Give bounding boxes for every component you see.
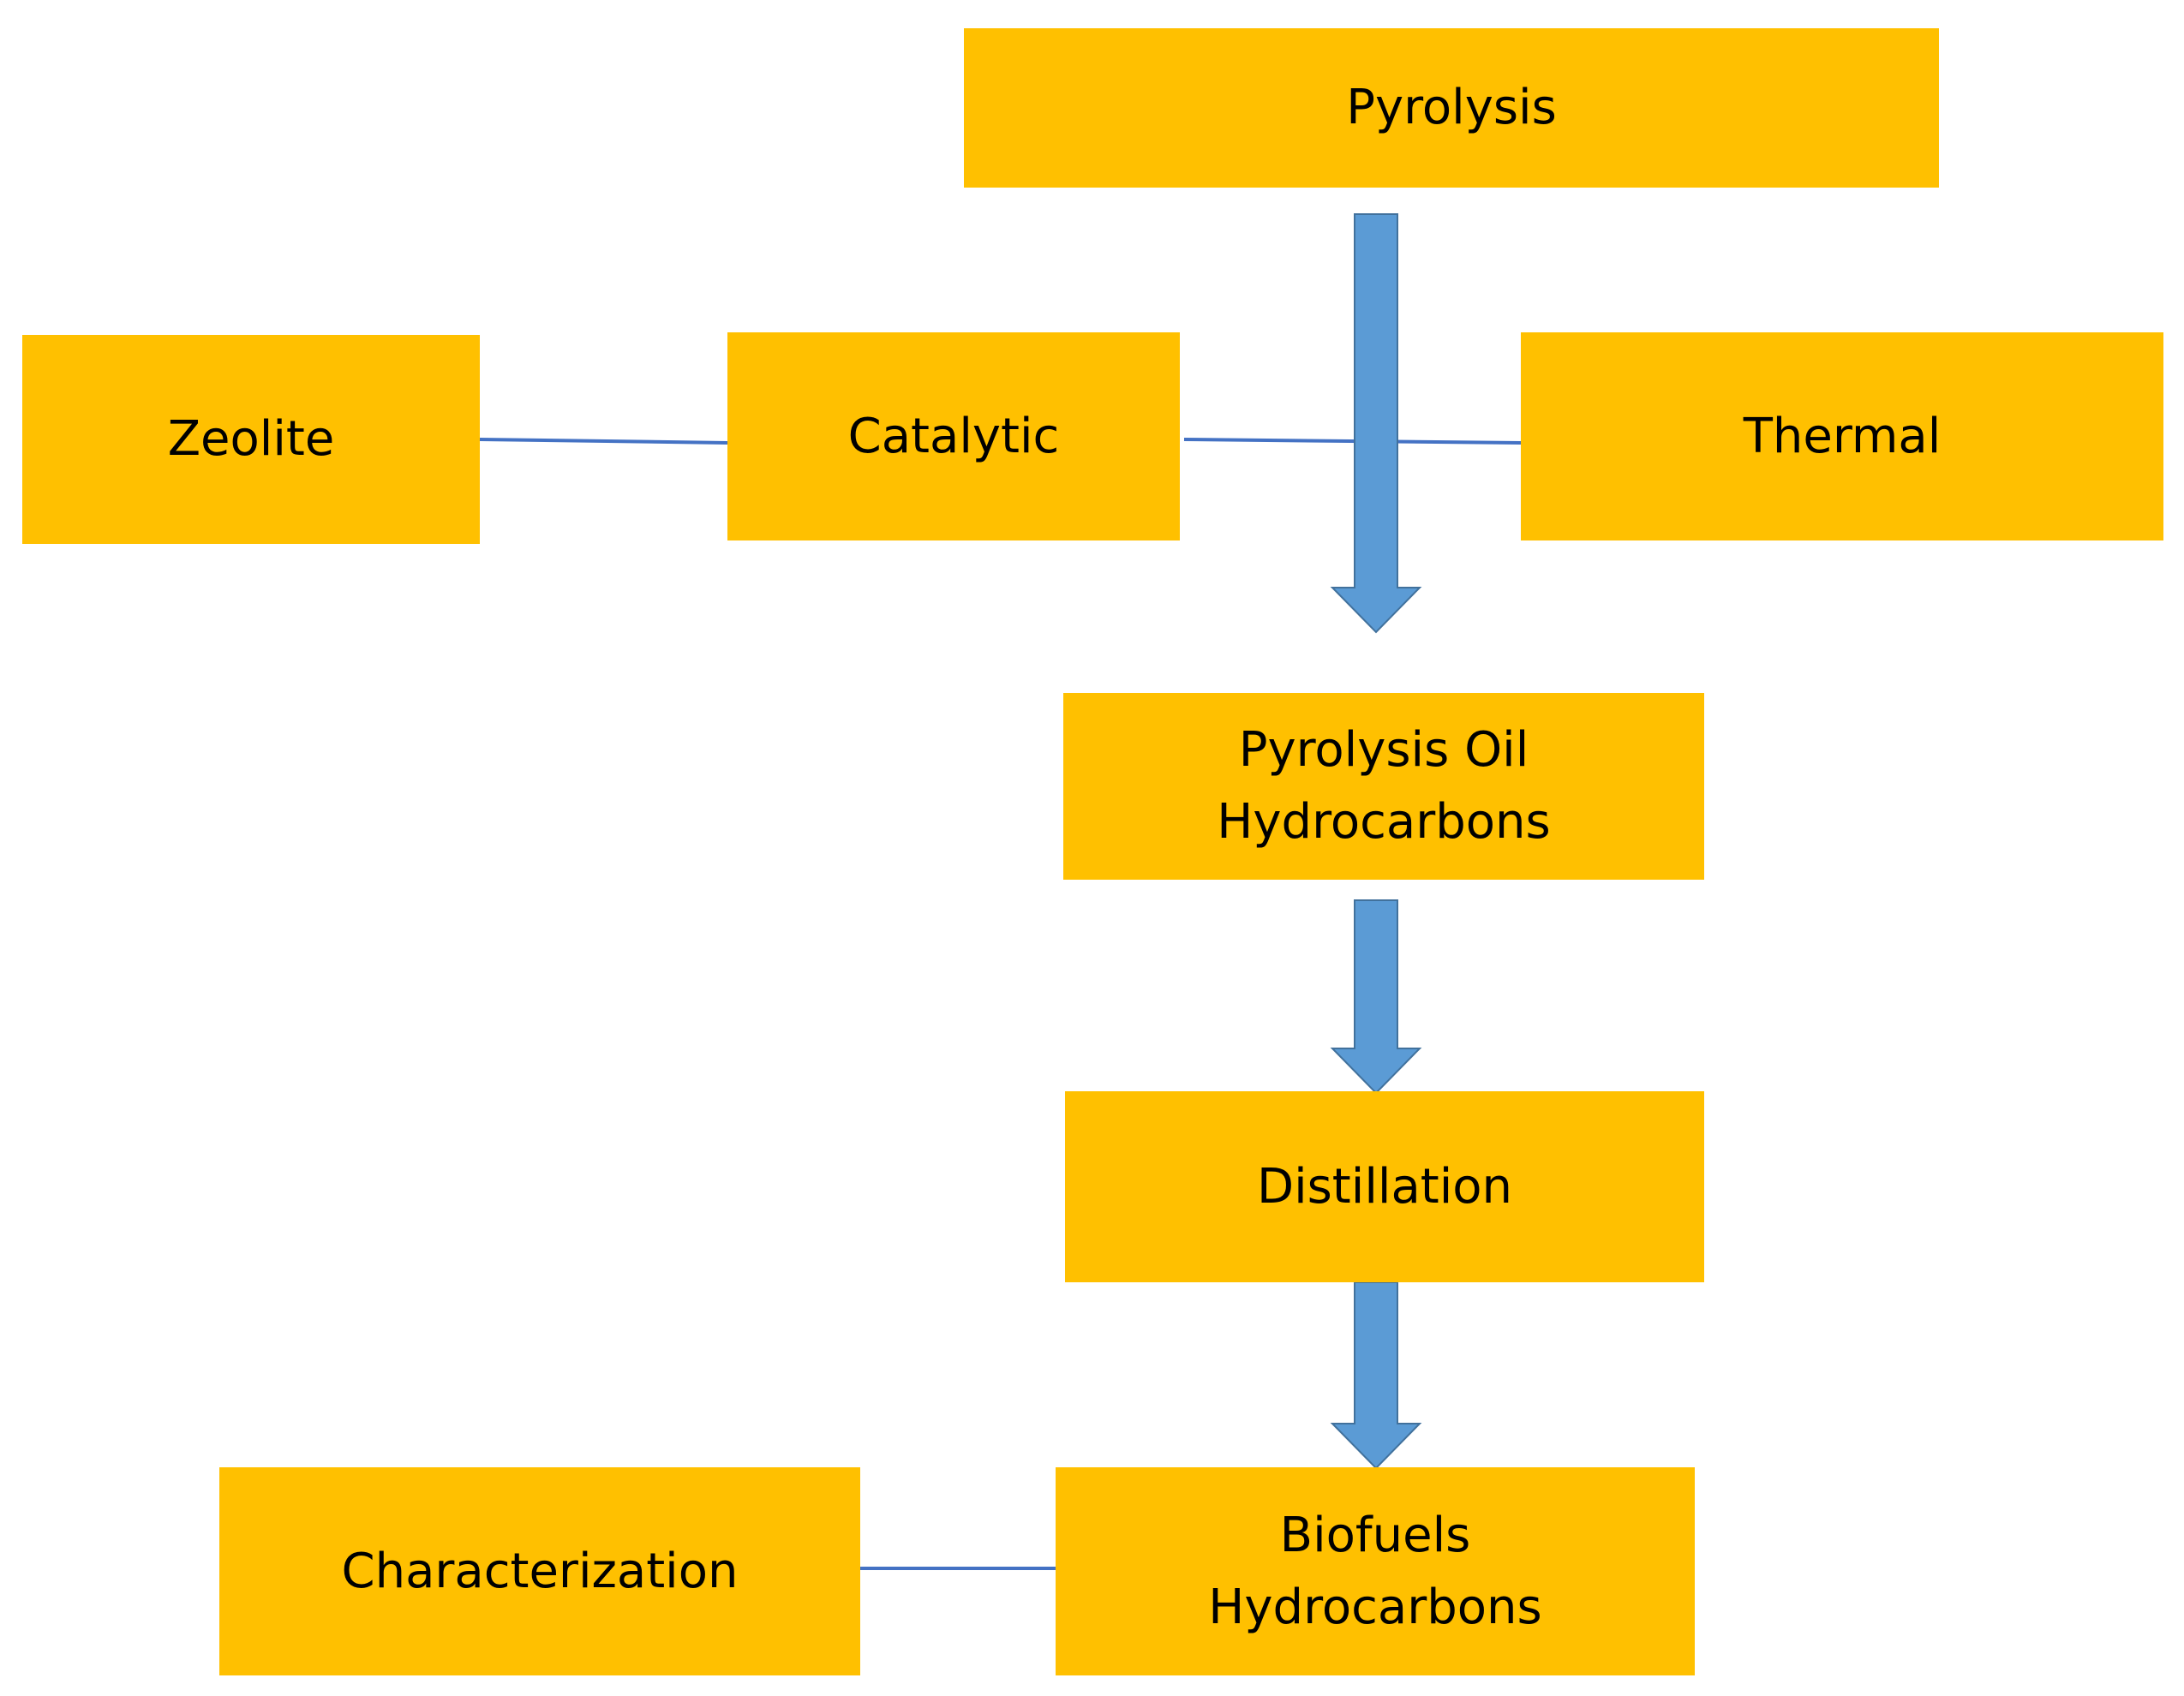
node-label: Distillation <box>1256 1158 1513 1215</box>
node-characterization: Characterization <box>219 1467 860 1675</box>
node-thermal: Thermal <box>1521 332 2163 540</box>
arrow-oil-to-distillation <box>1330 899 1422 1095</box>
node-catalytic: Catalytic <box>727 332 1180 540</box>
node-distillation: Distillation <box>1065 1091 1704 1282</box>
arrow-distillation-to-biofuels <box>1330 1281 1422 1470</box>
node-label-line1: Biofuels <box>1279 1507 1471 1563</box>
node-pyrolysis-oil-hydrocarbons: Pyrolysis Oil Hydrocarbons <box>1063 693 1704 880</box>
arrow-pyrolysis-to-oil <box>1330 213 1422 634</box>
node-zeolite: Zeolite <box>22 335 480 544</box>
node-label-line2: Hydrocarbons <box>1217 794 1551 850</box>
node-label-line1: Pyrolysis Oil <box>1238 722 1529 778</box>
node-label: Catalytic <box>847 408 1060 464</box>
node-label: Thermal <box>1743 408 1942 464</box>
node-label-line2: Hydrocarbons <box>1208 1579 1542 1635</box>
connector-catalytic-thermal <box>1183 438 1522 445</box>
node-label: Zeolite <box>167 411 335 467</box>
node-label: Characterization <box>341 1543 739 1599</box>
node-label: Pyrolysis <box>1346 80 1557 135</box>
node-biofuels-hydrocarbons: Biofuels Hydrocarbons <box>1056 1467 1695 1675</box>
node-pyrolysis: Pyrolysis <box>964 28 1939 188</box>
connector-zeolite-catalytic <box>479 438 728 445</box>
